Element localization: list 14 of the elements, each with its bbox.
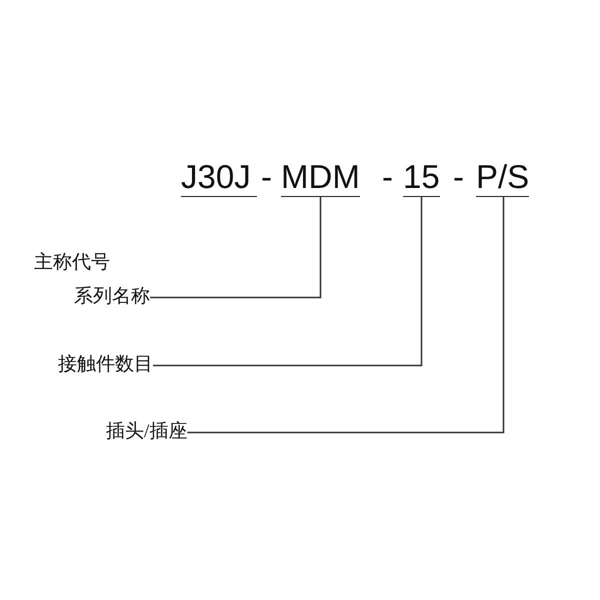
designation-code: MDM xyxy=(281,160,360,197)
leader-line xyxy=(150,197,322,298)
field-label: 系列名称 xyxy=(74,286,150,308)
separator-dash: - xyxy=(453,160,464,196)
designation-code: J30J xyxy=(181,160,257,197)
designation-code: 15 xyxy=(403,160,440,197)
field-label: 接触件数目 xyxy=(58,354,153,376)
separator-dash: - xyxy=(382,160,393,196)
leader-line xyxy=(153,197,422,366)
separator-dash: - xyxy=(261,160,272,196)
leader-line xyxy=(187,197,504,434)
field-label: 插头/插座 xyxy=(106,421,188,443)
designation-code: P/S xyxy=(476,160,530,197)
field-label: 主称代号 xyxy=(34,252,110,274)
